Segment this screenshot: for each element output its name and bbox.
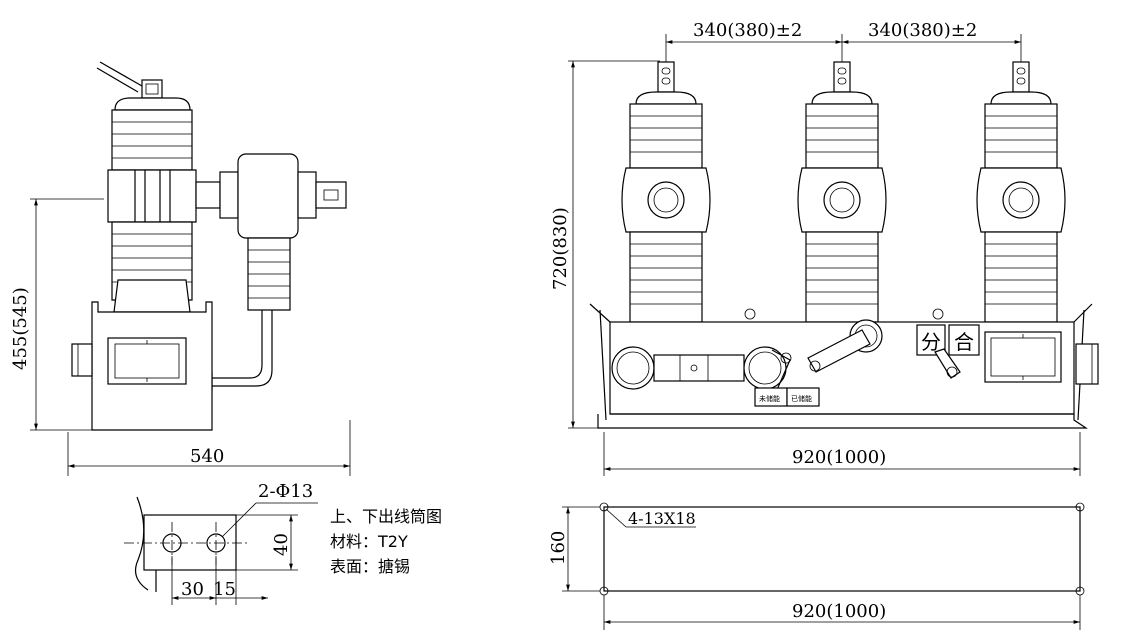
label-close: 合 xyxy=(954,330,974,354)
terminal-detail: 2-Φ13 40 30 15 上、下出线筒图 材料：T2Y 表面：搪锡 xyxy=(124,481,442,605)
label-terminal-holes: 2-Φ13 xyxy=(258,481,313,502)
note-surface: 表面：搪锡 xyxy=(330,557,410,576)
lower-sheds xyxy=(111,221,193,313)
pole-1 xyxy=(621,61,711,323)
front-view: 未储能 已储能 分 合 720(830) 340(380)±2 xyxy=(550,20,1099,476)
dim-base-depth: 160 xyxy=(548,531,569,565)
dim-side-width: 540 xyxy=(190,446,224,467)
side-view: 540 455(545) xyxy=(10,61,351,476)
dim-front-height: 720(830) xyxy=(550,207,571,290)
dim-phase-spacing-left: 340(380)±2 xyxy=(693,20,802,41)
dim-base-width: 920(1000) xyxy=(792,601,886,622)
note-title: 上、下出线筒图 xyxy=(330,507,442,526)
base-plan: 4-13X18 160 920(1000) xyxy=(548,502,1085,630)
note-material: 材料：T2Y xyxy=(330,532,408,551)
pole-2 xyxy=(797,61,887,323)
upper-sheds xyxy=(111,109,193,171)
plate-uncharged: 未储能 xyxy=(759,394,780,403)
label-base-holes: 4-13X18 xyxy=(628,509,696,528)
label-open: 分 xyxy=(921,330,941,354)
dim-phase-spacing-right: 340(380)±2 xyxy=(868,20,977,41)
dim-terminal-pitch: 30 xyxy=(181,579,204,600)
dim-side-height: 455(545) xyxy=(10,287,31,370)
dim-front-width: 920(1000) xyxy=(792,447,886,468)
dim-terminal-height: 40 xyxy=(271,533,292,556)
base-plate xyxy=(603,506,1081,592)
close-label-box xyxy=(948,324,980,356)
plate-charged: 已储能 xyxy=(791,394,812,403)
dim-terminal-edge: 15 xyxy=(213,579,236,600)
pole-3 xyxy=(976,61,1066,323)
